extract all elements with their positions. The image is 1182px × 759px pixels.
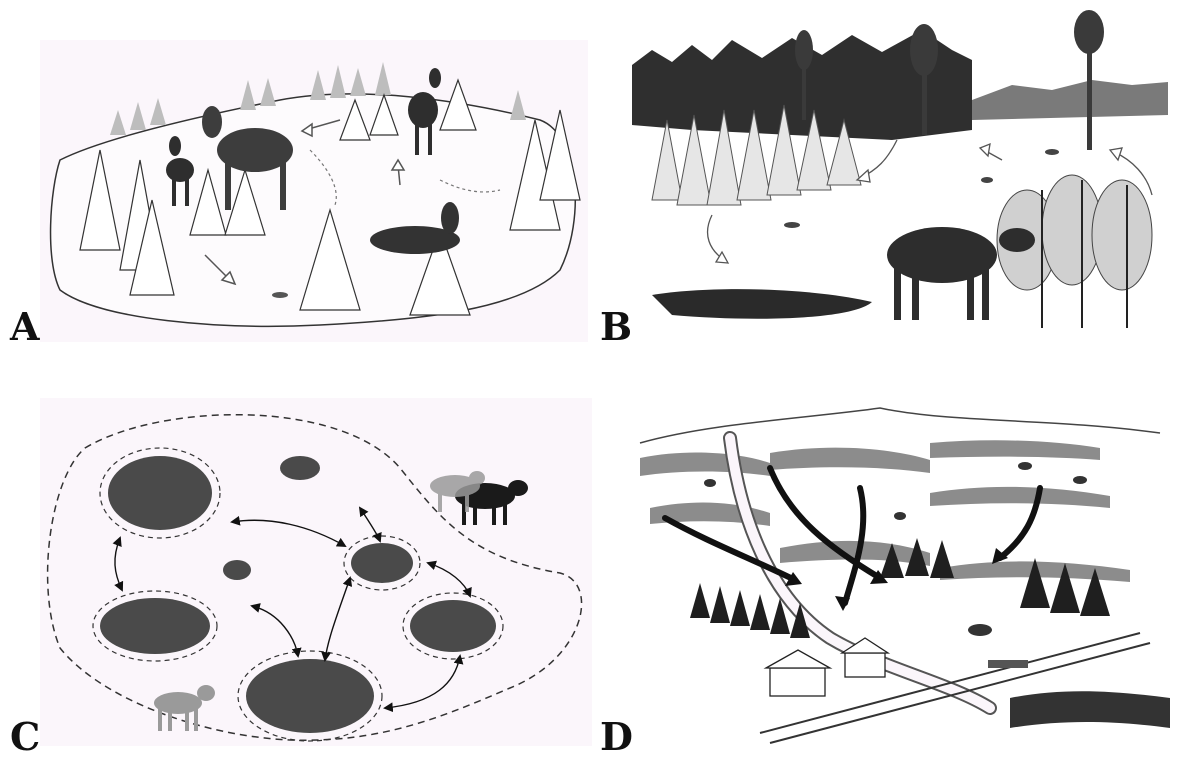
panel-d-illustration <box>630 398 1170 746</box>
panel-c-diagram <box>40 398 592 746</box>
panel-a-illustration <box>40 40 588 342</box>
panel-b-illustration <box>632 10 1168 332</box>
panel-letter-c: C <box>10 718 40 756</box>
panel-letter-d: D <box>600 718 633 756</box>
panel-letter-a: A <box>10 308 39 346</box>
pine-clearing-scene <box>40 40 588 342</box>
valley-migration-scene <box>630 398 1170 746</box>
forest-pond-scene <box>632 10 1168 332</box>
panel-letter-b: B <box>600 308 632 346</box>
habitat-patch-diagram <box>40 398 592 746</box>
moose-silhouette-grey <box>154 685 215 731</box>
